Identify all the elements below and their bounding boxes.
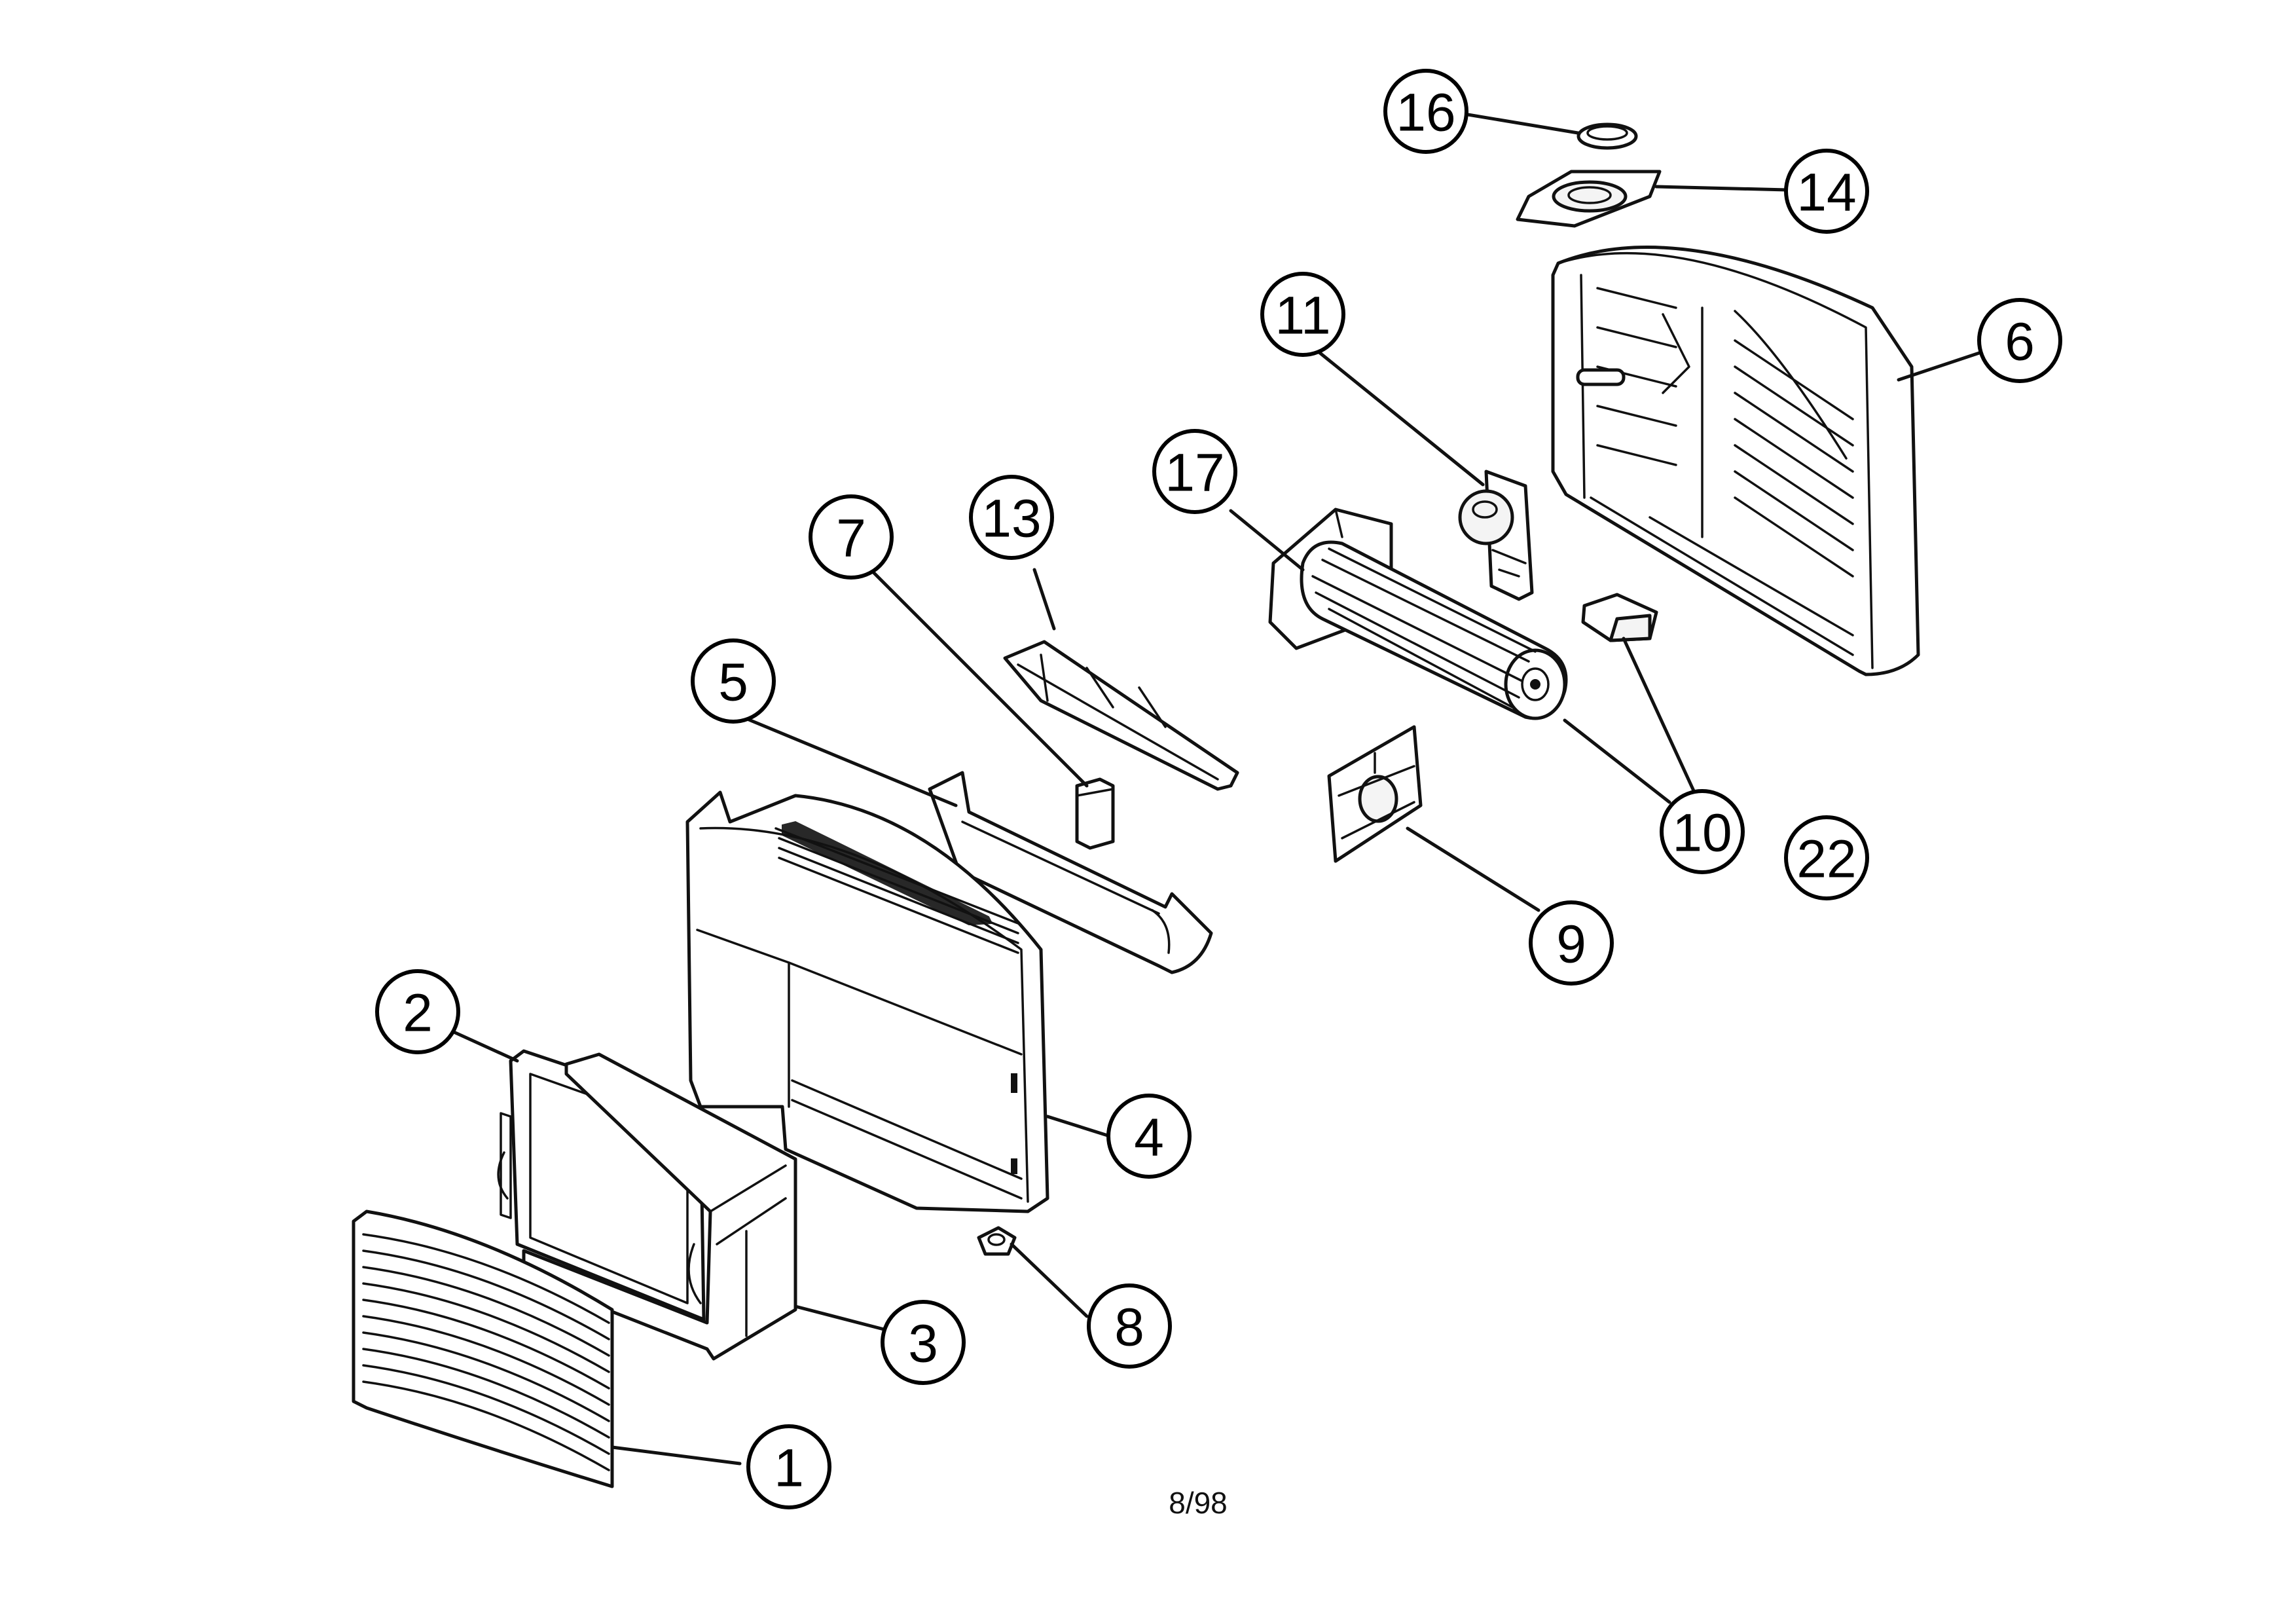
- callout-11: 11: [1260, 272, 1345, 357]
- callout-22-label: 22: [1796, 830, 1856, 889]
- callout-9-label: 9: [1556, 915, 1586, 974]
- callout-3-label: 3: [908, 1314, 938, 1374]
- part-22-block: [1581, 593, 1658, 642]
- callout-4-label: 4: [1134, 1108, 1164, 1168]
- callout-2-label: 2: [403, 984, 433, 1043]
- part-6-rear-housing: [1551, 246, 1920, 676]
- callout-6-label: 6: [2005, 312, 2035, 372]
- callout-17-label: 17: [1165, 443, 1224, 503]
- callout-22: 22: [1784, 815, 1869, 900]
- part-13-top-duct: [1003, 640, 1239, 791]
- part-16-cap: [1576, 122, 1638, 150]
- callout-13: 13: [969, 475, 1054, 560]
- part-7-block: [1075, 777, 1115, 850]
- callout-10: 10: [1660, 789, 1745, 874]
- callout-5: 5: [691, 638, 776, 724]
- part-8-foot: [977, 1226, 1017, 1256]
- callout-8-label: 8: [1114, 1298, 1144, 1357]
- callout-16: 16: [1383, 69, 1468, 154]
- callout-17: 17: [1152, 429, 1237, 514]
- part-5-drain-trough: [928, 771, 1213, 974]
- callout-6: 6: [1977, 298, 2062, 383]
- callout-1-label: 1: [774, 1439, 804, 1498]
- callout-13-label: 13: [981, 489, 1041, 549]
- part-3-filter-carrier: [522, 1052, 797, 1361]
- callout-4: 4: [1106, 1094, 1192, 1179]
- callout-11-label: 11: [1275, 286, 1330, 346]
- part-9-mounting-plate: [1327, 725, 1423, 863]
- part-10-blower-wheel: [1300, 540, 1568, 720]
- part-11-motor-bracket: [1458, 470, 1534, 601]
- leader-lines: [443, 113, 2018, 1466]
- callout-14: 14: [1784, 149, 1869, 234]
- callout-7: 7: [809, 494, 894, 580]
- callout-7-label: 7: [836, 509, 866, 568]
- part-4-front-housing: [685, 790, 1049, 1213]
- part-14-top-plate: [1516, 170, 1662, 228]
- callout-14-label: 14: [1796, 163, 1856, 223]
- callout-10-label: 10: [1672, 803, 1732, 863]
- callout-1: 1: [746, 1424, 831, 1509]
- page-number: 8/98: [1169, 1486, 1228, 1520]
- part-1-front-grille: [352, 1209, 614, 1488]
- callout-2: 2: [375, 969, 460, 1054]
- callout-8: 8: [1087, 1283, 1172, 1369]
- callout-3: 3: [881, 1300, 966, 1385]
- callout-9: 9: [1529, 900, 1614, 986]
- callout-5-label: 5: [718, 653, 748, 712]
- callout-16-label: 16: [1396, 83, 1455, 143]
